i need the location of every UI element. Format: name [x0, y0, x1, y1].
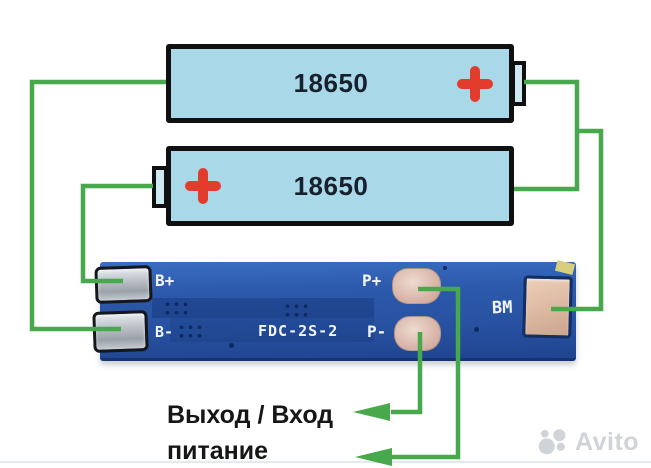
battery-top-label: 18650 — [293, 68, 369, 98]
plus-icon — [457, 65, 493, 102]
photo-edge-line — [0, 461, 651, 463]
pad-b-plus-label: B+ — [155, 271, 175, 290]
pcb-trace-region — [152, 298, 374, 318]
solder-dots — [283, 302, 311, 318]
watermark: Avito — [538, 426, 639, 458]
plus-icon — [185, 168, 221, 204]
wire-midpoint-to-bm — [551, 128, 604, 312]
battery-bottom: 18650 — [166, 146, 514, 226]
wire-p-plus-output — [391, 286, 461, 460]
wire-series-link — [514, 79, 580, 192]
pad-p-plus — [392, 268, 441, 304]
caption-line2: питание — [167, 437, 268, 465]
arrowhead-p-minus — [353, 403, 390, 421]
arrowhead-p-plus — [355, 448, 392, 466]
wire-p-minus-output — [391, 332, 423, 415]
via-dot — [229, 343, 234, 348]
pad-p-minus-label: P- — [367, 322, 387, 341]
pad-p-plus-label: P+ — [362, 271, 382, 290]
wire-batt1-neg-to-b-minus — [29, 79, 166, 332]
pad-p-minus — [394, 316, 441, 351]
avito-logo-icon — [538, 429, 566, 455]
board-model-label: FDC-2S-2 — [258, 322, 339, 340]
via-dot — [474, 327, 479, 332]
caption: Выход / Вход питание — [167, 397, 333, 468]
via-dot — [443, 266, 447, 270]
wire-batt2-pos-to-b-plus — [80, 183, 153, 284]
watermark-text: Avito — [575, 427, 640, 456]
battery-bottom-label: 18650 — [293, 170, 369, 201]
solder-dots — [163, 300, 192, 317]
pad-b-minus-label: B- — [155, 323, 174, 341]
solder-dots — [177, 323, 207, 339]
caption-line1: Выход / Вход — [167, 401, 334, 429]
bms-board: B+ B- FDC-2S-2 P+ P- BM — [92, 259, 576, 361]
battery-top: 18650 — [166, 44, 514, 123]
